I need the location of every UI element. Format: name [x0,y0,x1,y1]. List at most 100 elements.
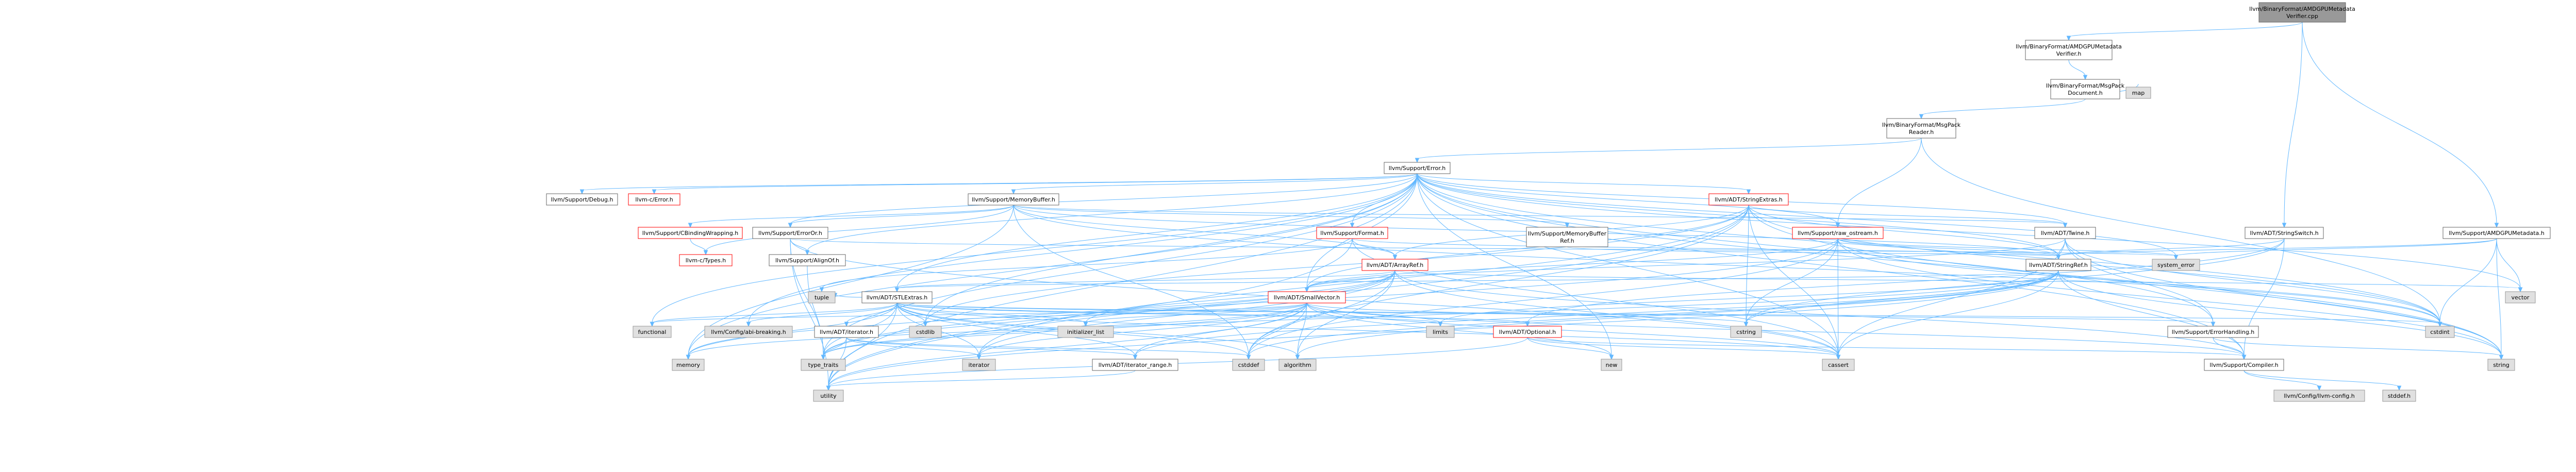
edge-stringswitch-to-optional_h [1525,238,2285,327]
node-label: system_error [2157,262,2195,268]
node-label: Reader.h [1909,129,1934,136]
node-box [2505,291,2536,304]
node-iterator_h[interactable]: llvm/ADT/iterator.h [814,326,879,338]
node-label: llvm/Support/CBindingWrapping.h [642,230,739,237]
node-label: llvm/Config/llvm-config.h [2284,393,2355,399]
edge-error_h-to-stringextras [1417,173,1751,195]
node-optional_h[interactable]: llvm/ADT/Optional.h [1493,326,1562,338]
node-stddef_h: stddef.h [2382,390,2416,402]
node-box [2050,79,2120,99]
node-root: llvm/BinaryFormat/AMDGPUMetadataVerifier… [2249,2,2355,23]
node-arrayref[interactable]: llvm/ADT/ArrayRef.h [1361,259,1428,271]
node-box [2258,2,2346,23]
node-system_error: system_error [2152,259,2200,271]
edge-amdgpumetadata-to-stringref [2056,238,2497,260]
node-label: cstdint [2430,329,2450,335]
node-amdgpumetadata[interactable]: llvm/Support/AMDGPUMetadata.h [2442,227,2551,239]
node-label: llvm/Support/AlignOf.h [775,257,839,264]
node-label: llvm/Support/MemoryBuffer.h [972,196,1055,203]
node-label: Document.h [2068,90,2102,96]
node-box [2025,40,2113,60]
node-box [861,291,933,304]
edge-arrayref-to-vector [1394,270,2523,293]
node-error_h[interactable]: llvm/Support/Error.h [1384,162,1451,174]
edge-memorybuffer-to-membufref [1013,205,1570,228]
node-string: string [2487,359,2515,371]
node-label: llvm/Support/Debug.h [551,196,613,203]
node-box [2125,87,2151,99]
node-box [1316,227,1388,239]
node-label: iterator [969,362,990,368]
node-memorybuffer[interactable]: llvm/Support/MemoryBuffer.h [968,193,1059,206]
node-c_error[interactable]: llvm-c/Error.h [628,193,680,206]
node-smallvector[interactable]: llvm/ADT/SmallVector.h [1268,291,1346,304]
node-label: cstddef [1238,362,1260,368]
edge-msgpack_doc-to-msgpack_reader [1919,98,2086,120]
node-cbinding[interactable]: llvm/Support/CBindingWrapping.h [638,227,743,239]
node-verifier_h[interactable]: llvm/BinaryFormat/AMDGPUMetadataVerifier… [2016,40,2122,60]
edge-verifier_h-to-msgpack_doc [2068,59,2088,80]
node-label: llvm/Support/Error.h [1389,165,1446,172]
node-c_types[interactable]: llvm-c/Types.h [679,254,733,266]
edge-stringswitch-to-compiler_h [2241,238,2285,360]
edge-error_h-to-c_error [652,173,1418,195]
edge-memorybuffer-to-cbinding [688,205,1014,228]
node-box [1278,359,1317,371]
node-stringref[interactable]: llvm/ADT/StringRef.h [2025,259,2091,271]
node-label: tuple [815,294,829,301]
node-stringswitch[interactable]: llvm/ADT/StringSwitch.h [2245,227,2324,239]
node-label: llvm/ADT/StringExtras.h [1715,196,1783,203]
node-box [2025,259,2091,271]
edge-errorhandling-to-compiler_h [2213,337,2247,360]
node-algorithm: algorithm [1278,359,1317,371]
edge-iterator_h-to-iterator [846,337,982,360]
node-box [2487,359,2515,371]
node-alignof[interactable]: llvm/Support/AlignOf.h [769,254,846,266]
edge-errorhandling-to-string [2213,337,2504,360]
node-format_h[interactable]: llvm/Support/Format.h [1316,227,1388,239]
edge-stringref-to-string [2058,270,2504,360]
node-utility: utility [813,390,844,402]
node-label: llvm/Support/AMDGPUMetadata.h [2449,230,2545,237]
node-label: llvm/Support/ErrorHandling.h [2172,329,2255,335]
node-box [1361,259,1428,271]
edge-stlextras-to-abi_breaking [746,302,898,327]
node-compiler_h[interactable]: llvm/Support/Compiler.h [2204,359,2284,371]
node-box [2167,326,2259,338]
edge-smallvector-to-initializer_list [1083,302,1307,327]
node-box [628,193,680,206]
node-label: llvm/ADT/Optional.h [1499,329,1556,335]
edge-error_h-to-erroror [788,173,1418,228]
node-errorhandling[interactable]: llvm/Support/ErrorHandling.h [2167,326,2259,338]
node-label: llvm/Support/MemoryBuffer [1528,230,1607,237]
node-erroror[interactable]: llvm/Support/ErrorOr.h [752,227,828,239]
node-iterator: iterator [962,359,996,371]
edge-root-to-verifier_h [2066,22,2303,41]
node-cstdlib: cstdlib [909,326,942,338]
node-label: llvm/BinaryFormat/MsgPack [1882,122,1961,128]
node-cassert: cassert [1822,359,1855,371]
node-box [546,193,618,206]
node-box [814,326,879,338]
node-stringextras[interactable]: llvm/ADT/StringExtras.h [1708,193,1789,206]
edge-error_h-to-string [1417,173,2504,360]
node-debug_h[interactable]: llvm/Support/Debug.h [546,193,618,206]
node-box [1092,359,1178,371]
node-twine[interactable]: llvm/ADT/Twine.h [2034,227,2096,239]
node-box [1493,326,1562,338]
node-box [1730,326,1762,338]
node-iterator_range[interactable]: llvm/ADT/iterator_range.h [1092,359,1178,371]
node-map: map [2125,87,2151,99]
node-box [813,390,844,402]
node-label: cassert [1828,362,1849,368]
node-box [962,359,996,371]
edge-msgpack_reader-to-error_h [1415,138,1922,163]
node-stlextras[interactable]: llvm/ADT/STLExtras.h [861,291,933,304]
node-label: string [2493,362,2509,368]
edge-memorybuffer-to-erroror [788,205,1014,228]
node-raw_ostream[interactable]: llvm/Support/raw_ostream.h [1792,227,1884,239]
